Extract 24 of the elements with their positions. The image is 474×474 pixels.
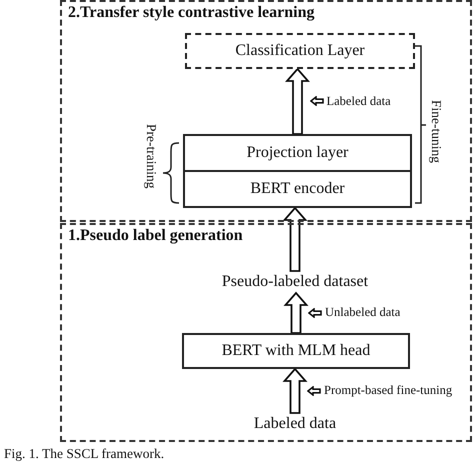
process-box — [182, 333, 410, 369]
edge-label: Labeled data — [326, 94, 391, 108]
box-text: BERT with MLM head — [222, 342, 370, 360]
group-title: 2.Transfer style contrastive learning — [68, 4, 314, 22]
figure-caption: Fig. 1. The SSCL framework. — [4, 446, 164, 462]
hollow-arrow — [284, 292, 308, 334]
edge-label: Unlabeled data — [325, 305, 400, 320]
hollow-arrow — [282, 206, 308, 272]
process-box — [183, 134, 412, 172]
edge-label: Prompt-based fine-tuning — [324, 383, 452, 398]
data-text: Labeled data — [254, 415, 336, 433]
vertical-label: Pre-training — [143, 124, 159, 188]
dashed-process-box — [185, 33, 415, 69]
hollow-arrow — [282, 368, 308, 414]
box-text: Projection layer — [246, 144, 348, 162]
hollow-arrow — [285, 68, 310, 135]
dashed-group-frame — [60, 223, 472, 442]
data-text: Pseudo-labeled dataset — [222, 273, 368, 291]
vertical-label: Fine-tuning — [428, 100, 444, 163]
box-text: BERT encoder — [250, 180, 345, 198]
dashed-group-frame — [60, 0, 472, 222]
process-box — [183, 170, 412, 208]
group-title: 1.Pseudo label generation — [68, 227, 243, 245]
box-text: Classification Layer — [235, 42, 365, 60]
